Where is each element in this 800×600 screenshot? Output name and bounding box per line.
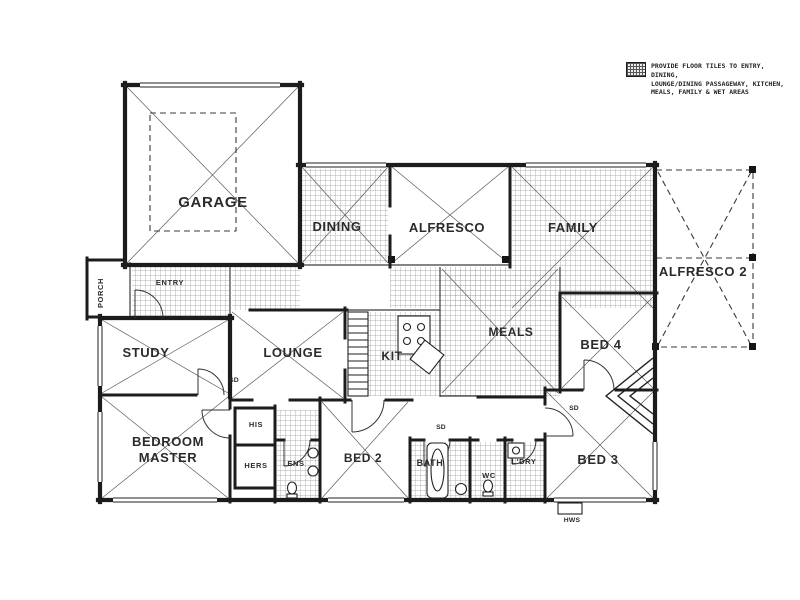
smoke-detector-label-3: SD [569, 405, 579, 412]
room-label-bath: BATH [417, 458, 444, 468]
floor-edge-lines [129, 262, 561, 397]
room-label-master-line1: BEDROOM [132, 434, 204, 449]
room-label-bed3: BED 3 [577, 452, 618, 467]
tiled-floor-areas [132, 167, 653, 498]
room-label-family: FAMILY [548, 220, 598, 235]
corner-window-chevrons [604, 357, 654, 435]
room-label-study: STUDY [122, 345, 169, 360]
room-label-hers: HERS [244, 461, 267, 470]
room-label-master-line2: MASTER [139, 450, 198, 465]
tile-note-line: MEALS, FAMILY & WET AREAS [651, 88, 749, 97]
interior-walls [98, 163, 659, 504]
room-label-ldry: L'DRY [512, 457, 537, 466]
room-label-kitchen: KIT [381, 349, 402, 363]
tile-note-line: LOUNGE/DINING PASSAGEWAY, KITCHEN, [651, 79, 785, 88]
tile-hatch-swatch-icon [626, 62, 646, 77]
room-label-alfresco: ALFRESCO [409, 220, 485, 235]
smoke-detector-label-1: SD [229, 377, 239, 384]
room-label-his: HIS [249, 420, 263, 429]
tile-note: PROVIDE FLOOR TILES TO ENTRY, DINING, LO… [626, 62, 786, 97]
door-swings [134, 289, 615, 467]
room-label-meals: MEALS [489, 325, 534, 339]
hot-water-system-label: HWS [564, 517, 581, 524]
room-label-bed4: BED 4 [580, 337, 621, 352]
plan-annotations: SD SD SD HWS [229, 377, 580, 524]
tile-note-line: PROVIDE FLOOR TILES TO ENTRY, DINING, [651, 62, 765, 79]
smoke-detector-label-2: SD [436, 424, 446, 431]
room-label-lounge: LOUNGE [263, 345, 322, 360]
room-labels: GARAGE DINING ALFRESCO FAMILY ALFRESCO 2… [96, 194, 747, 480]
ceiling-diagonal-lines [101, 86, 654, 499]
tile-note-text: PROVIDE FLOOR TILES TO ENTRY, DINING, LO… [651, 62, 786, 97]
room-label-alfresco2: ALFRESCO 2 [659, 264, 747, 279]
room-label-dining: DINING [312, 219, 361, 234]
room-label-entry: ENTRY [156, 278, 184, 287]
room-label-bed2: BED 2 [344, 451, 382, 465]
fixtures [286, 311, 583, 515]
room-label-porch: PORCH [96, 278, 105, 308]
porch-walls [85, 256, 127, 321]
room-label-ens: ENS [287, 459, 304, 468]
room-label-garage: GARAGE [178, 194, 247, 211]
room-label-wc: WC [482, 471, 496, 480]
windows [96, 81, 659, 504]
